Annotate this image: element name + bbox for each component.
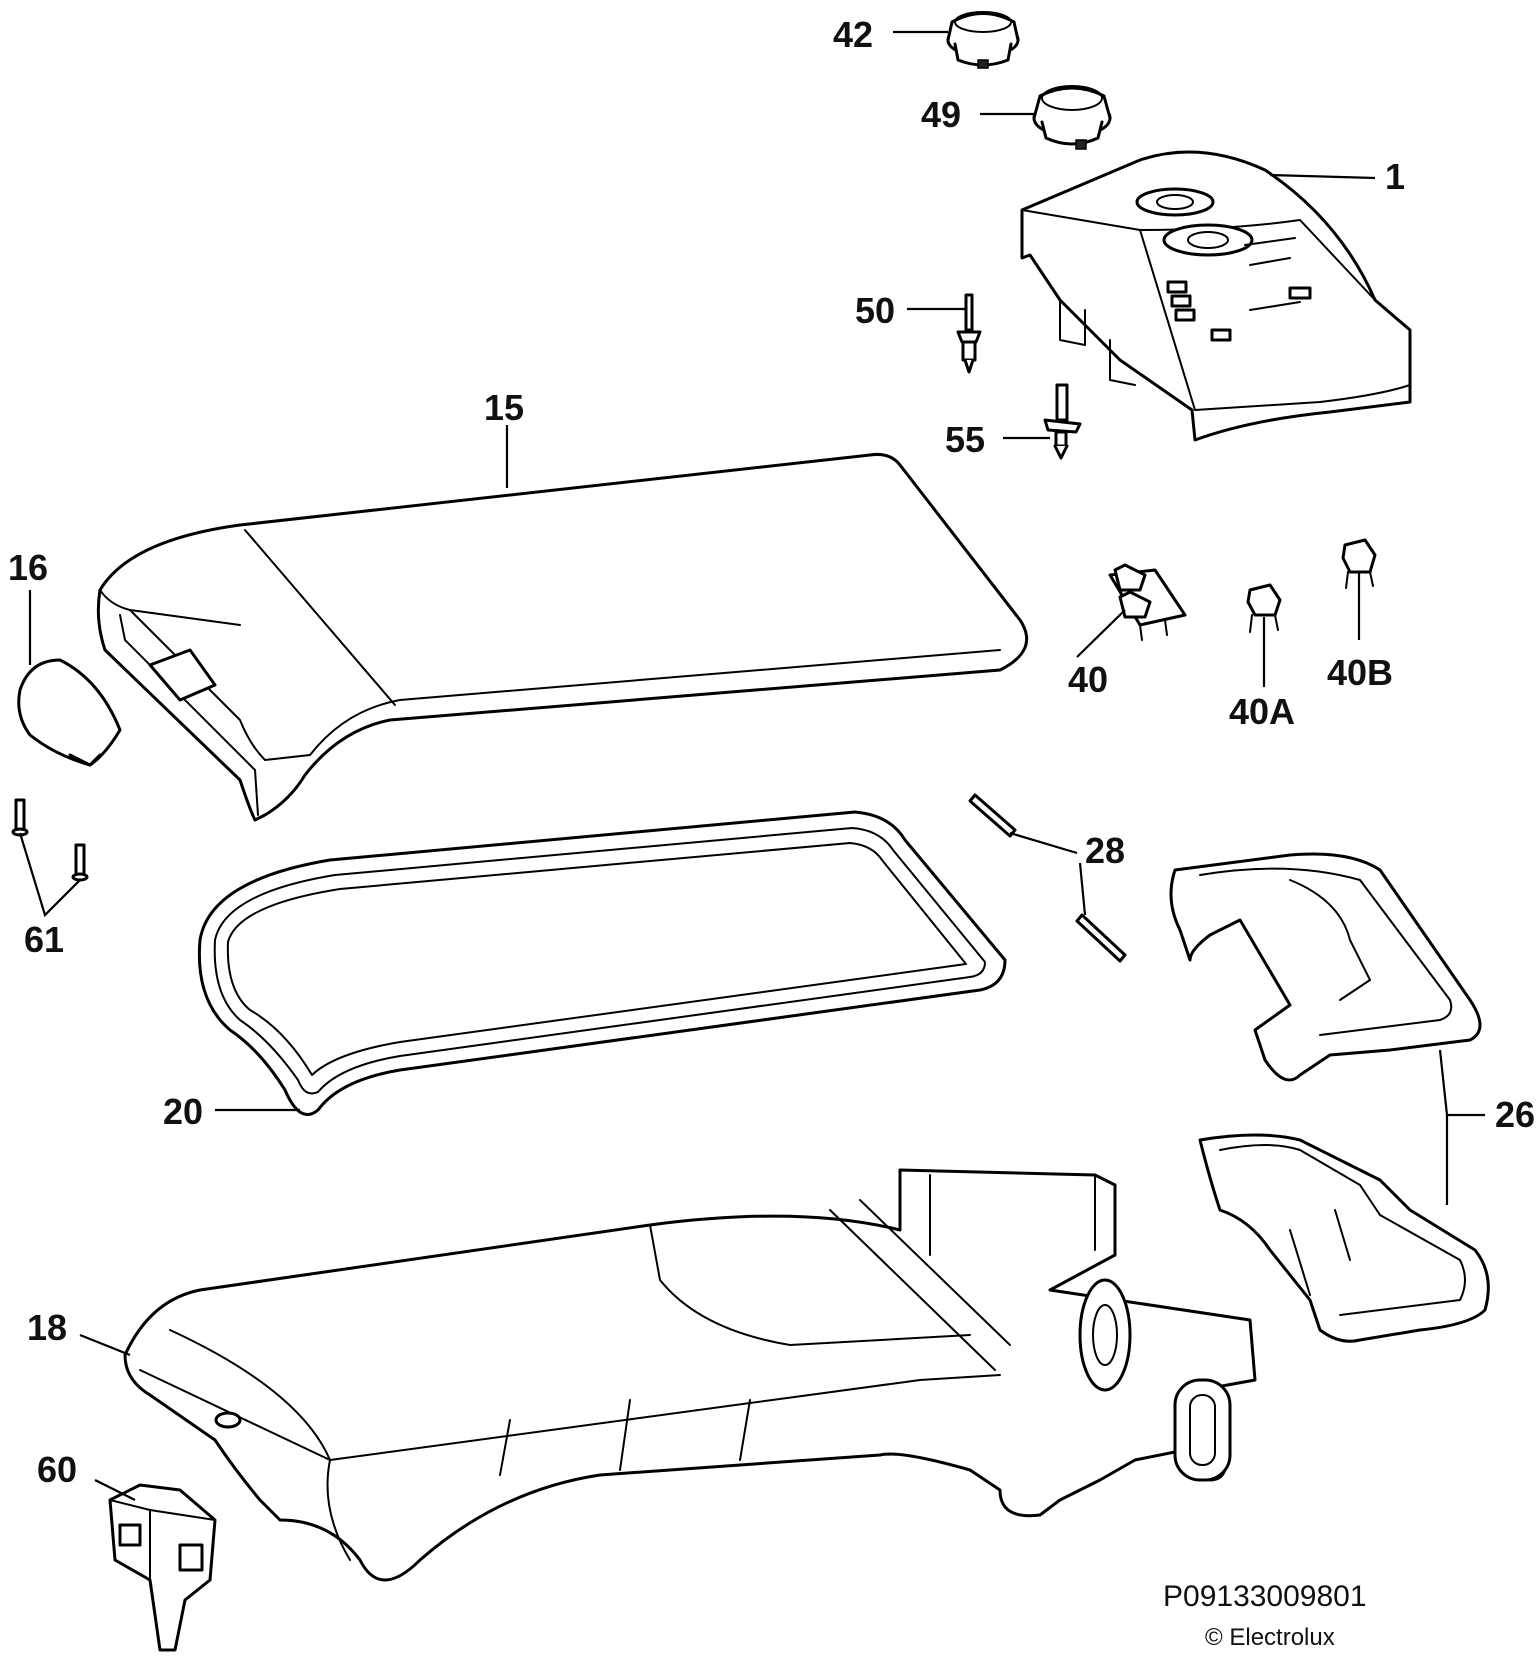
label-42: 42 (833, 14, 874, 55)
label-55: 55 (945, 419, 986, 460)
label-49: 49 (921, 94, 962, 135)
label-61: 61 (24, 919, 65, 960)
part-40b-button (1341, 538, 1377, 589)
part-16-handle (17, 658, 122, 767)
copyright: © Electrolux (1205, 1624, 1335, 1651)
leader-lines (18, 30, 1485, 1501)
diagram-code: P09133009801 (1163, 1580, 1367, 1613)
label-40b: 40B (1327, 652, 1394, 693)
label-18: 18 (27, 1307, 68, 1348)
part-49-knob (1032, 85, 1112, 150)
part-26-dispenser (1169, 852, 1490, 1343)
label-60: 60 (37, 1449, 78, 1490)
part-40a-button (1246, 583, 1282, 633)
part-15-lid (96, 453, 1029, 822)
part-61-screws (11, 798, 89, 882)
label-50: 50 (855, 290, 896, 331)
label-40: 40 (1068, 659, 1109, 700)
part-40-buttons (1108, 563, 1187, 641)
part-50-pin (956, 293, 982, 374)
part-20-gasket (197, 810, 1007, 1116)
part-60-lock (108, 1483, 217, 1652)
part-1-control-panel (1020, 150, 1412, 442)
label-20: 20 (163, 1091, 204, 1132)
label-28: 28 (1085, 830, 1126, 871)
part-28-pins (968, 793, 1127, 963)
label-40a: 40A (1229, 691, 1296, 732)
label-1: 1 (1385, 156, 1406, 197)
part-18-housing (123, 1168, 1257, 1582)
part-42-knob (946, 11, 1020, 69)
label-16: 16 (8, 547, 49, 588)
label-26: 26 (1495, 1094, 1536, 1135)
label-15: 15 (484, 387, 525, 428)
part-55-pin (1043, 383, 1082, 460)
